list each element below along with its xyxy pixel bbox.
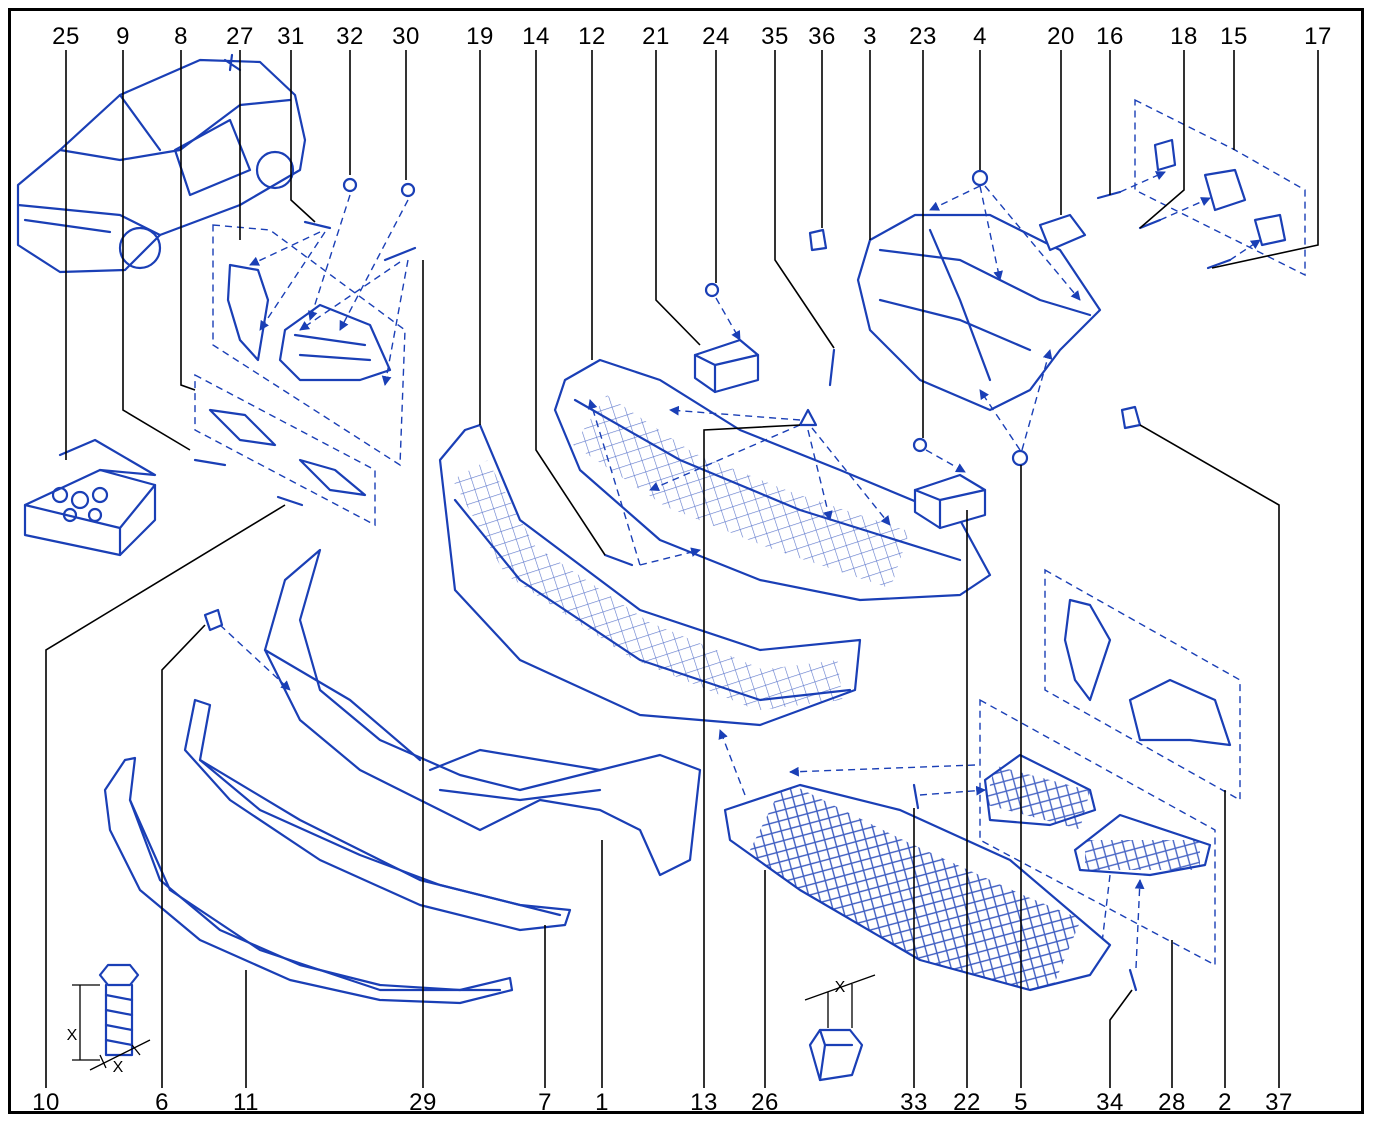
part-15-bracket-a bbox=[1153, 138, 1177, 172]
part-15-bracket-c bbox=[1253, 213, 1287, 247]
part-34-screw bbox=[1128, 968, 1138, 992]
bolt-height-x: X bbox=[67, 1027, 78, 1044]
bolt-dimension-detail bbox=[72, 963, 151, 1071]
part-21-bracket bbox=[693, 338, 760, 394]
label-10: 10 bbox=[32, 1089, 60, 1116]
part-16-screw bbox=[1096, 190, 1122, 200]
part-15-bracket-b bbox=[1203, 168, 1247, 212]
bolt-width-x: X bbox=[113, 1059, 124, 1076]
label-17: 17 bbox=[1304, 23, 1332, 50]
label-11: 11 bbox=[233, 1089, 259, 1116]
part-25-clip-kit-box bbox=[23, 438, 157, 557]
label-1: 1 bbox=[595, 1089, 609, 1116]
label-21: 21 bbox=[642, 23, 670, 50]
part-5-clip bbox=[1011, 449, 1029, 467]
label-23: 23 bbox=[909, 23, 937, 50]
part-18-screw bbox=[1138, 218, 1162, 230]
label-35: 35 bbox=[761, 23, 789, 50]
part-17-screw bbox=[1206, 258, 1232, 270]
label-27: 27 bbox=[226, 23, 254, 50]
label-14: 14 bbox=[522, 23, 550, 50]
frame-8 bbox=[194, 373, 376, 527]
part-27-bracket bbox=[226, 263, 270, 362]
part-32-clip bbox=[342, 177, 358, 193]
label-20: 20 bbox=[1047, 23, 1075, 50]
vehicle-thumbnail bbox=[16, 53, 307, 274]
part-30-clip bbox=[400, 182, 416, 198]
part-31-screw bbox=[303, 220, 332, 230]
part-6-clip bbox=[203, 608, 224, 632]
label-7: 7 bbox=[538, 1089, 552, 1116]
nut-dimension-detail bbox=[804, 974, 876, 1082]
part-8-strip bbox=[208, 408, 277, 447]
label-29: 29 bbox=[409, 1089, 437, 1116]
label-32: 32 bbox=[336, 23, 364, 50]
frame-15 bbox=[1134, 98, 1306, 277]
part-24-nut bbox=[704, 282, 720, 298]
part-4-clip bbox=[971, 169, 989, 187]
part-14-screw bbox=[603, 553, 634, 567]
label-2: 2 bbox=[1218, 1089, 1232, 1116]
label-9: 9 bbox=[116, 23, 130, 50]
nut-width-x: X bbox=[835, 979, 846, 996]
part-12-upper-undertray bbox=[553, 358, 992, 602]
part-35-clip bbox=[828, 348, 836, 387]
part-37-clip bbox=[1120, 405, 1142, 430]
label-12: 12 bbox=[578, 23, 606, 50]
label-25: 25 bbox=[52, 23, 80, 50]
part-11-lower-spoiler bbox=[103, 756, 514, 1005]
part-2-bracket-right bbox=[1128, 678, 1232, 747]
label-3: 3 bbox=[863, 23, 877, 50]
label-22: 22 bbox=[953, 1089, 981, 1116]
label-24: 24 bbox=[702, 23, 730, 50]
label-26: 26 bbox=[751, 1089, 779, 1116]
part-1-bumper-skin bbox=[263, 548, 702, 877]
label-19: 19 bbox=[466, 23, 494, 50]
label-6: 6 bbox=[155, 1089, 169, 1116]
frame-2 bbox=[1044, 568, 1241, 802]
label-4: 4 bbox=[973, 23, 987, 50]
part-29-screw bbox=[383, 246, 417, 262]
leader-lines bbox=[45, 50, 1319, 1088]
label-18: 18 bbox=[1170, 23, 1198, 50]
part-36-clip bbox=[808, 228, 828, 252]
part-2-bracket-left bbox=[1063, 598, 1112, 702]
label-31: 31 bbox=[277, 23, 305, 50]
part-3-support-structure bbox=[856, 213, 1102, 412]
part-9-clip bbox=[193, 458, 227, 467]
part-13-clip bbox=[798, 408, 818, 427]
label-37: 37 bbox=[1265, 1089, 1293, 1116]
part-33-screw bbox=[912, 783, 920, 810]
label-15: 15 bbox=[1220, 23, 1248, 50]
part-20-cover bbox=[1038, 213, 1087, 252]
label-36: 36 bbox=[808, 23, 836, 50]
label-34: 34 bbox=[1096, 1089, 1124, 1116]
label-16: 16 bbox=[1096, 23, 1124, 50]
label-5: 5 bbox=[1014, 1089, 1028, 1116]
label-8: 8 bbox=[174, 23, 188, 50]
label-33: 33 bbox=[900, 1089, 928, 1116]
label-28: 28 bbox=[1158, 1089, 1186, 1116]
label-13: 13 bbox=[690, 1089, 718, 1116]
part-10-clip bbox=[276, 495, 304, 507]
frame-27 bbox=[212, 224, 406, 467]
label-30: 30 bbox=[392, 23, 420, 50]
part-23-nut bbox=[912, 437, 928, 453]
part-27-bracket-right bbox=[278, 303, 392, 382]
